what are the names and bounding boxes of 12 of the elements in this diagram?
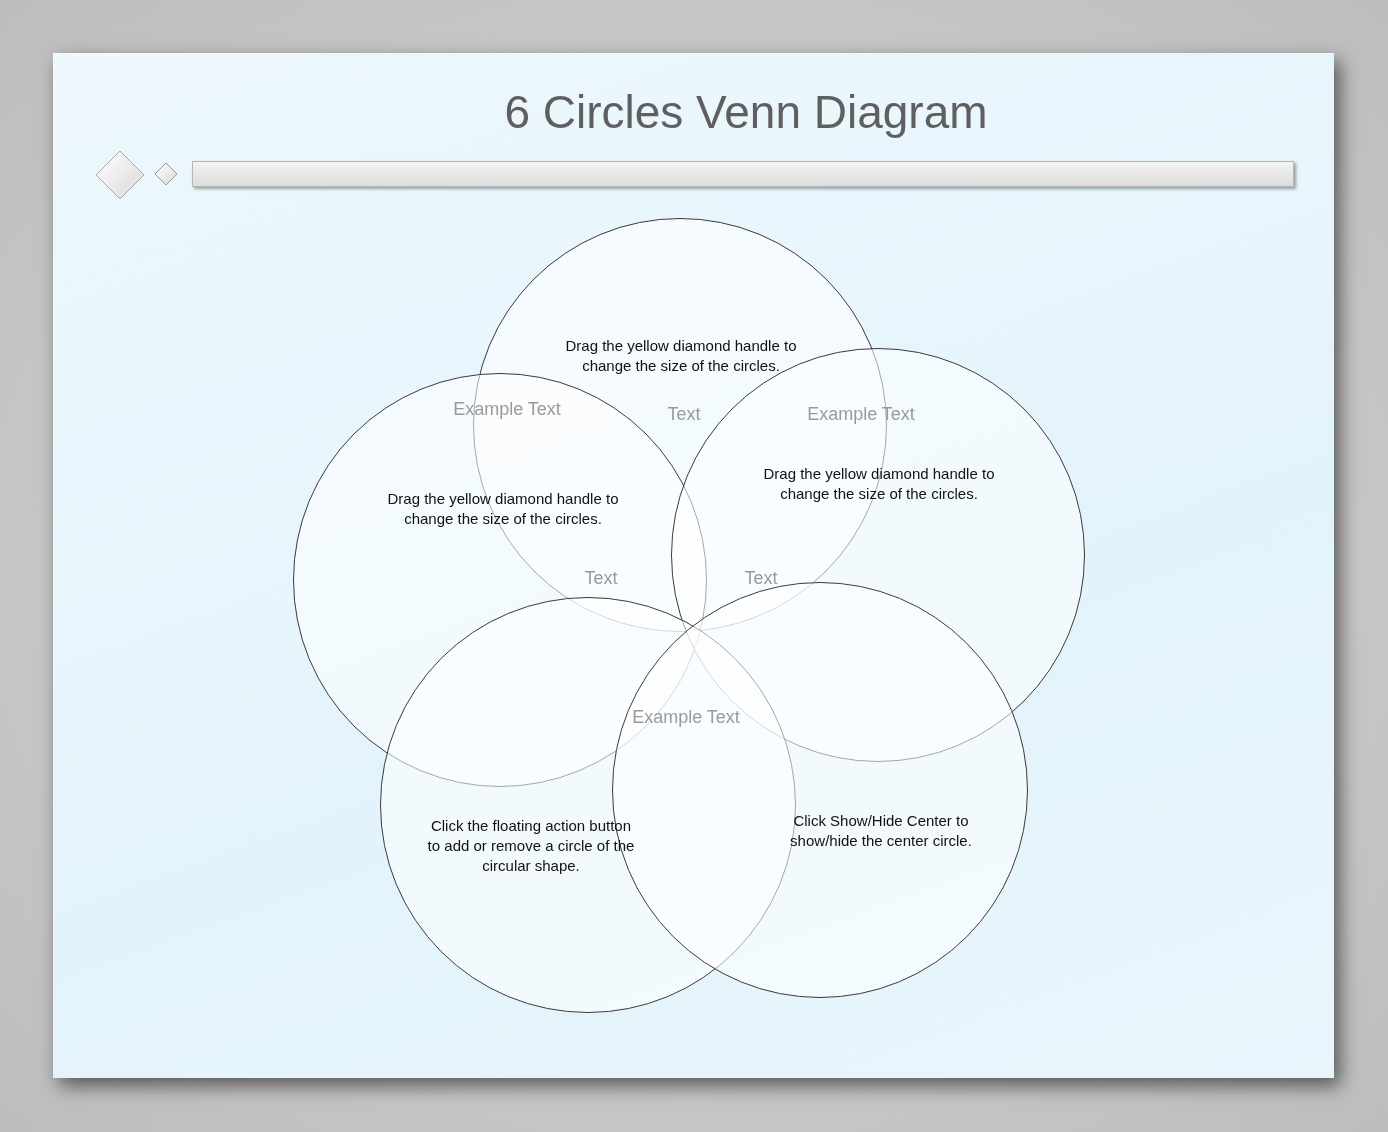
placeholder-text: Text [667,404,701,425]
circle-text: Drag the yellow diamond handle to change the size of the circles. [386,489,620,529]
placeholder-text: Example Text [453,399,561,420]
placeholder-text: Text [584,568,618,589]
title: 6 Circles Venn Diagram [503,85,989,139]
placeholder-text: Text [744,568,778,589]
circle-text: Drag the yellow diamond handle to change the size of the circles. [564,336,798,376]
circle-text: Click the floating action button to add or remove a circle of the circular shape. [426,816,636,876]
circle-text: Drag the yellow diamond handle to change the size of the circles. [762,464,996,504]
placeholder-text: Example Text [632,707,740,728]
placeholder-text: Example Text [807,404,915,425]
circle-text: Click Show/Hide Center to show/hide the center circle. [789,811,973,851]
